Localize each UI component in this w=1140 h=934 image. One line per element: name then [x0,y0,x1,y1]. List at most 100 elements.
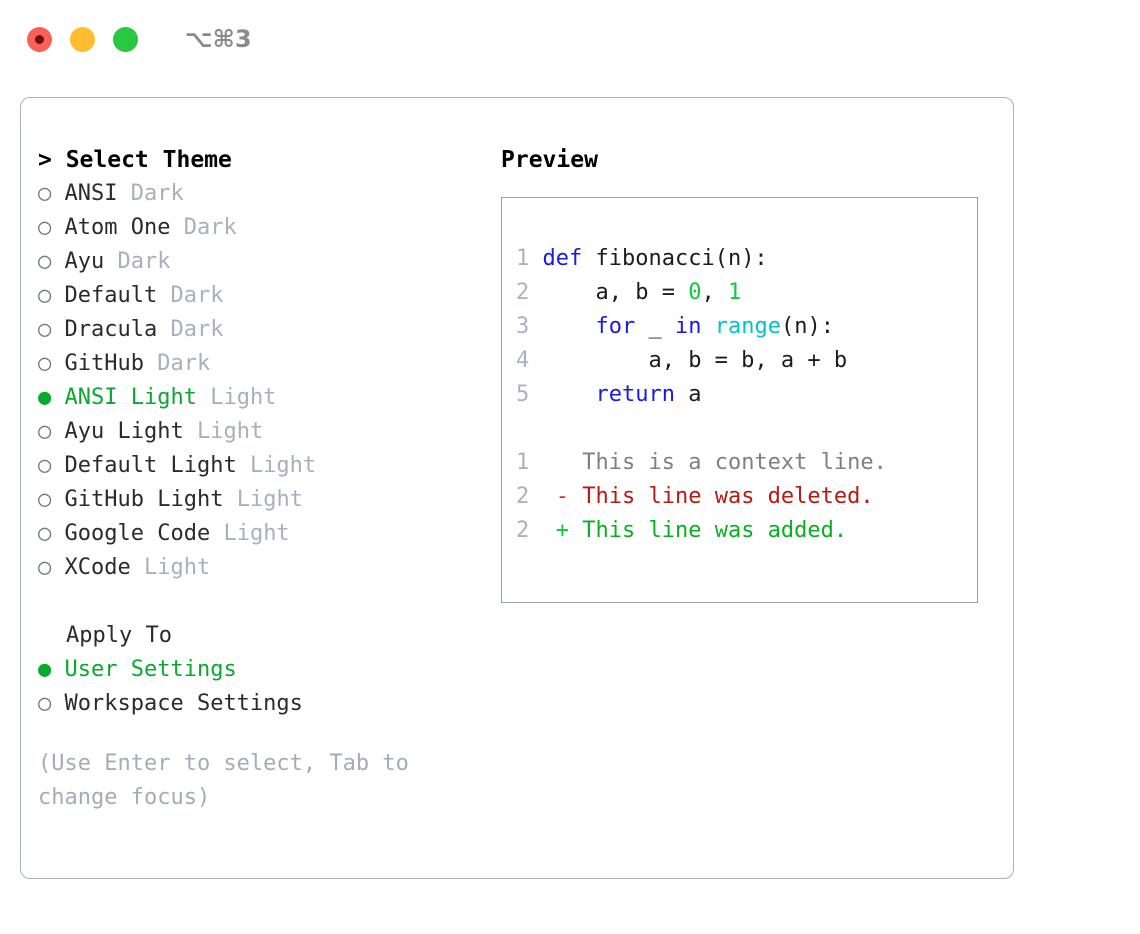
theme-option-kind: Light [143,555,211,580]
radio-selected-icon: ● [38,657,52,682]
theme-option-label: Ayu Light [64,419,184,444]
code-token: for [595,314,636,339]
code-token: _ [635,314,675,339]
apply-to-option-label: Workspace Settings [64,691,303,716]
radio-unselected-icon: ○ [38,521,52,546]
theme-option-label: Google Code [64,521,211,546]
theme-option-kind: Dark [157,351,211,376]
theme-option-label: Dracula [64,317,158,342]
code-token: (n): [780,314,834,339]
theme-option-kind: Dark [130,181,184,206]
code-token: def [542,246,583,271]
window-controls [27,26,138,52]
diff-text: This is a context line. [582,450,887,475]
theme-option-kind: Dark [183,215,237,240]
theme-option-default[interactable]: ○ Default Dark [38,279,488,313]
theme-option-kind: Light [236,487,303,512]
theme-option-label: GitHub Light [64,487,224,512]
theme-option-google-code[interactable]: ○ Google Code Light [38,517,488,551]
code-diff-gap [516,412,977,446]
diff-marker: + [555,518,583,543]
theme-option-github[interactable]: ○ GitHub Dark [38,347,488,381]
theme-option-xcode[interactable]: ○ XCode Light [38,551,488,585]
theme-option-label: ANSI [64,181,118,206]
theme-option-ayu[interactable]: ○ Ayu Dark [38,245,488,279]
code-line: 4 a, b = b, a + b [516,344,977,378]
theme-option-kind: Light [249,453,317,478]
code-token: 0 [688,280,702,305]
theme-option-dracula[interactable]: ○ Dracula Dark [38,313,488,347]
theme-option-kind: Light [196,419,264,444]
theme-option-ansi[interactable]: ○ ANSI Dark [38,177,488,211]
radio-unselected-icon: ○ [38,215,52,240]
select-theme-header: > Select Theme [38,147,232,173]
diff-line-ctx: 1 This is a context line. [516,446,977,480]
keyboard-shortcut-label: ⌥⌘3 [185,25,252,53]
apply-to-label: Apply To [66,623,172,648]
code-token: 1 [727,280,742,305]
code-line: 2 a, b = 0, 1 [516,276,977,310]
preview-pane: Preview 1 def fibonacci(n):2 a, b = 0, 1… [501,143,991,603]
diff-line-add: 2 + This line was added. [516,514,977,548]
theme-option-kind: Dark [170,317,224,342]
code-token: range [714,314,781,339]
theme-option-label: XCode [64,555,131,580]
radio-unselected-icon: ○ [38,317,52,342]
theme-option-label: Atom One [64,215,171,240]
code-token [543,314,596,339]
radio-unselected-icon: ○ [38,351,52,376]
theme-option-label: GitHub [64,351,144,376]
code-token: fibonacci(n): [582,246,768,271]
theme-option-kind: Light [210,385,277,410]
theme-list[interactable]: ○ ANSI Dark○ Atom One Dark○ Ayu Dark○ De… [38,177,488,585]
theme-option-kind: Light [223,521,290,546]
radio-unselected-icon: ○ [38,555,52,580]
radio-unselected-icon: ○ [38,453,52,478]
theme-option-atom-one[interactable]: ○ Atom One Dark [38,211,488,245]
diff-line-number: 2 [516,518,530,543]
diff-line-number: 1 [516,450,530,475]
code-line: 5 return a [516,378,977,412]
theme-option-ayu-light[interactable]: ○ Ayu Light Light [38,415,488,449]
theme-option-label: ANSI Light [64,385,197,410]
theme-option-default-light[interactable]: ○ Default Light Light [38,449,488,483]
code-line-number: 5 [516,382,530,407]
diff-sample: 1 This is a context line.2 - This line w… [516,446,977,548]
theme-option-label: Default [64,283,158,308]
diff-line-del: 2 - This line was deleted. [516,480,977,514]
code-token: a [674,382,702,407]
diff-text: This line was added. [582,518,848,543]
code-token [701,314,714,339]
code-token: return [595,382,675,407]
theme-picker-pane: > Select Theme ○ ANSI Dark○ Atom One Dar… [38,143,488,815]
apply-to-option-workspace-settings[interactable]: ○ Workspace Settings [38,687,488,721]
code-line-number: 3 [516,314,530,339]
theme-option-github-light[interactable]: ○ GitHub Light Light [38,483,488,517]
code-token: , [701,280,728,305]
main-panel: > Select Theme ○ ANSI Dark○ Atom One Dar… [20,97,1014,879]
list-spacer [38,585,488,619]
diff-line-number: 2 [516,484,530,509]
theme-option-label: Ayu [64,249,105,274]
maximize-button[interactable] [113,26,138,52]
diff-marker [556,450,583,475]
code-token [543,382,596,407]
apply-to-option-user-settings[interactable]: ● User Settings [38,653,488,687]
radio-selected-icon: ● [38,385,52,410]
code-line-number: 4 [516,348,530,373]
code-token: a, b = b, a + b [542,348,848,373]
radio-unselected-icon: ○ [38,181,52,206]
minimize-button[interactable] [70,26,95,52]
theme-option-ansi-light[interactable]: ● ANSI Light Light [38,381,488,415]
theme-option-label: Default Light [64,453,237,478]
theme-option-kind: Dark [170,283,224,308]
apply-to-list[interactable]: ● User Settings○ Workspace Settings [38,653,488,721]
close-button[interactable] [27,26,52,52]
code-line: 1 def fibonacci(n): [516,242,977,276]
apply-to-option-label: User Settings [64,657,237,682]
code-line: 3 for _ in range(n): [516,310,977,344]
radio-unselected-icon: ○ [38,691,52,716]
